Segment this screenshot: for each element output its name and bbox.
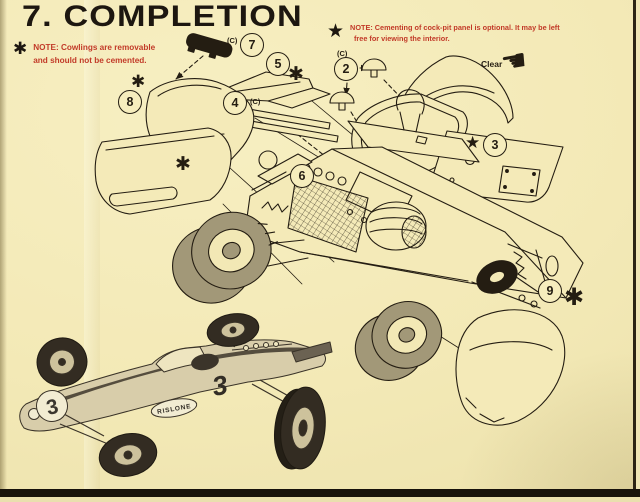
part-mirrors	[329, 58, 387, 111]
callout-part-6: 6	[290, 164, 314, 188]
finished-model-photo: 3 RISLONE 3	[19, 313, 333, 477]
clear-part-label: Clear	[481, 59, 503, 69]
note-line: NOTE: Cowlings are removable	[33, 43, 156, 52]
asterisk-icon: ✱	[131, 72, 146, 92]
callout-part-4: 4	[223, 91, 247, 115]
cement-mark: (C)	[250, 97, 261, 106]
side-number: 3	[210, 370, 230, 402]
part-cowl-6	[94, 127, 232, 215]
callout-part-5: 5	[266, 52, 290, 76]
asterisk-icon: ✱	[288, 63, 304, 85]
part-roll-pad	[186, 33, 233, 59]
scan-left-shadow	[0, 0, 7, 502]
front-suspension	[471, 243, 559, 309]
note-line: free for viewing the interior.	[354, 34, 450, 43]
asterisk-icon: ✱	[564, 283, 585, 311]
callout-part-7: 7	[240, 33, 264, 57]
part-deck-panel	[221, 71, 331, 109]
page-right-border	[633, 0, 636, 490]
star-icon: ★	[465, 133, 481, 153]
part-nose-cowl	[455, 309, 566, 426]
callout-part-2: 2	[334, 57, 358, 81]
nose-number: 3	[44, 395, 60, 420]
page-bottom-rule	[0, 489, 640, 497]
paper-crease	[84, 0, 100, 502]
far-front-wheel	[476, 260, 518, 294]
callout-part-8: 8	[118, 90, 142, 114]
note-cowlings: ✱ NOTE: Cowlings are removable and shoul…	[13, 41, 183, 67]
cement-mark: (C)	[337, 49, 348, 58]
asterisk-icon: ✱	[13, 39, 28, 59]
note-line: and should not be cemented.	[33, 56, 147, 65]
rear-wheel	[172, 211, 278, 304]
callout-part-9: 9	[538, 279, 562, 303]
note-cockpit-panel: ★ NOTE: Cementing of cock-pit panel is o…	[327, 22, 587, 44]
callout-part-3: 3	[483, 133, 507, 157]
page-bottom-margin	[0, 497, 640, 502]
page-title: 7. COMPLETION	[22, 0, 303, 33]
star-icon: ★	[327, 20, 345, 42]
roll-hoop	[396, 89, 425, 133]
asterisk-icon: ✱	[175, 153, 191, 175]
cement-mark: (C)	[227, 36, 238, 45]
page-right-margin	[636, 0, 640, 502]
note-line: NOTE: Cementing of cock-pit panel is opt…	[350, 23, 560, 32]
engine	[251, 150, 427, 253]
part-pipes	[241, 107, 339, 143]
front-wheel	[354, 301, 443, 381]
